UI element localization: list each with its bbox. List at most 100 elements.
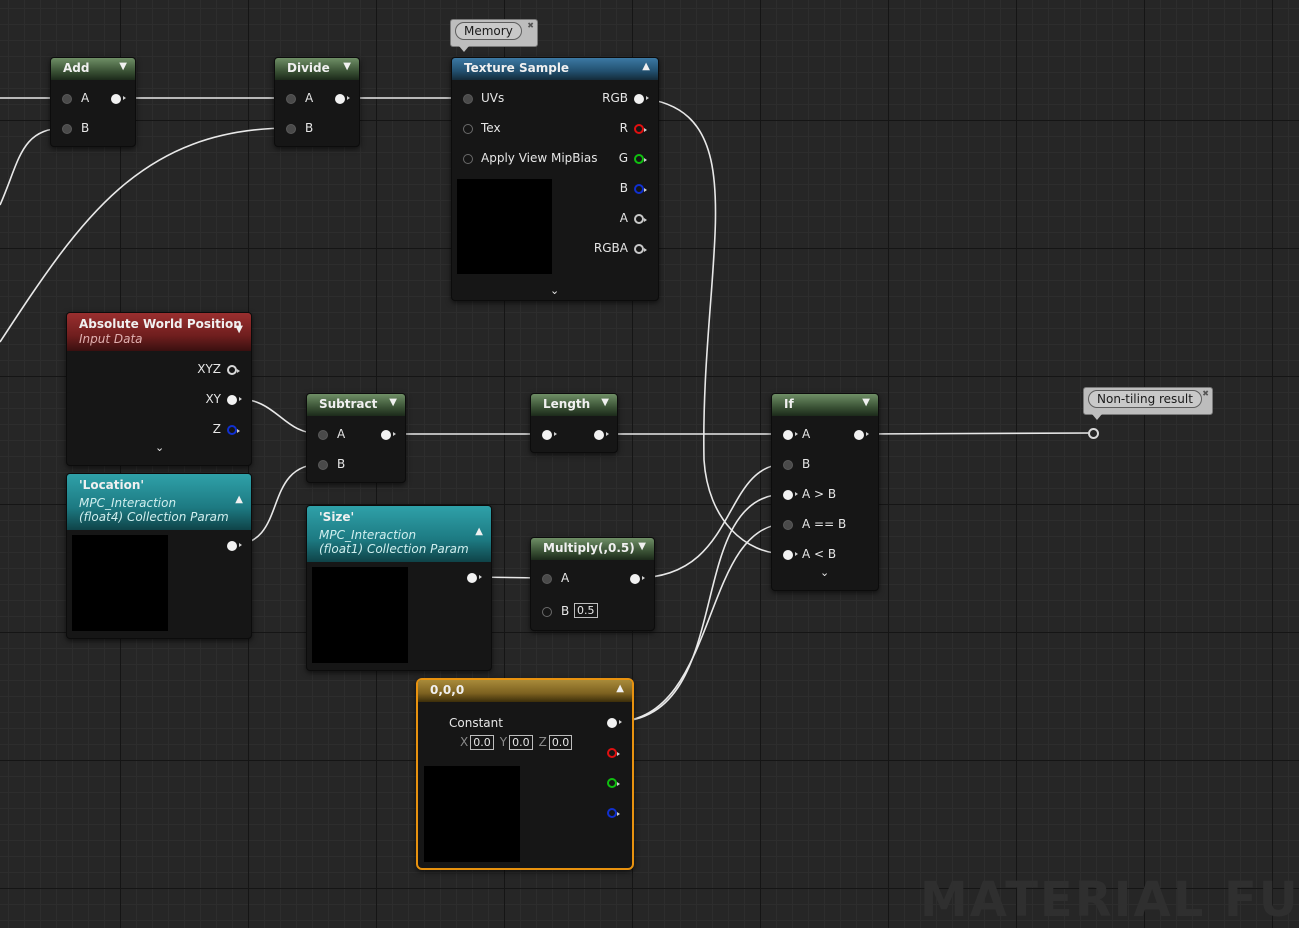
multiply-input-a-pin[interactable]	[542, 574, 552, 584]
if-input-b-pin[interactable]	[783, 460, 793, 470]
pin-icon[interactable]: ✖	[1202, 389, 1209, 398]
multiply-header[interactable]: Multiply(,0.5) ▼	[531, 538, 654, 560]
chevron-down-icon[interactable]: ⌄	[550, 284, 560, 297]
divide-node[interactable]: Divide ▼ A B	[274, 57, 360, 147]
subtract-input-a-label: A	[337, 427, 346, 441]
if-input-agtb-label: A > B	[802, 487, 837, 501]
subtract-input-b-label: B	[337, 457, 346, 471]
chevron-up-icon[interactable]: ▲	[642, 61, 650, 72]
constant-g-output-pin[interactable]	[607, 778, 620, 788]
wire-multiply-to-if-b	[634, 463, 787, 579]
divide-input-a-pin[interactable]	[286, 94, 296, 104]
constant-preview	[424, 766, 520, 862]
if-header[interactable]: If ▼	[772, 394, 878, 416]
divide-output-pin[interactable]	[335, 94, 350, 104]
chevron-down-icon[interactable]: ▼	[638, 541, 646, 552]
z-output-pin[interactable]	[227, 425, 240, 435]
chevron-down-icon[interactable]: ▼	[119, 61, 127, 72]
uvs-input-pin[interactable]	[463, 94, 473, 104]
add-output-pin[interactable]	[111, 94, 126, 104]
add-input-a-pin[interactable]	[62, 94, 72, 104]
chevron-up-icon[interactable]: ▲	[235, 494, 243, 505]
chevron-up-icon[interactable]: ▲	[616, 683, 624, 694]
multiply-input-b-pin[interactable]	[542, 607, 552, 617]
chevron-down-icon[interactable]: ⌄	[820, 566, 830, 579]
result-wire-endpoint[interactable]	[1088, 428, 1099, 439]
awp-header[interactable]: Absolute World Position Input Data ▼	[67, 313, 251, 351]
chevron-down-icon[interactable]: ▼	[601, 397, 609, 408]
multiply-b-value[interactable]: 0.5	[574, 603, 598, 618]
if-output-pin[interactable]	[854, 430, 869, 440]
length-header[interactable]: Length ▼	[531, 394, 617, 416]
size-title: 'Size'	[319, 510, 355, 524]
pin-icon[interactable]: ✖	[527, 21, 534, 30]
texture-sample-node[interactable]: Texture Sample ▲ UVs Tex Apply View MipB…	[451, 57, 659, 301]
constant-header[interactable]: 0,0,0 ▲	[418, 680, 632, 702]
subtract-header[interactable]: Subtract ▼	[307, 394, 405, 416]
g-output-pin[interactable]	[634, 154, 647, 164]
result-comment[interactable]: Non-tiling result ✖	[1083, 387, 1213, 420]
divide-input-b-label: B	[305, 121, 314, 135]
multiply-b-value-field[interactable]: 0.5	[574, 603, 598, 618]
multiply-output-pin[interactable]	[630, 574, 645, 584]
texture-sample-comment[interactable]: Memory ✖	[450, 19, 538, 52]
chevron-down-icon[interactable]: ⌄	[155, 441, 165, 454]
divide-node-title: Divide	[287, 61, 330, 75]
divide-node-header[interactable]: Divide ▼	[275, 58, 359, 80]
divide-input-b-pin[interactable]	[286, 124, 296, 134]
x-value-field[interactable]: 0.0	[470, 735, 494, 750]
chevron-down-icon[interactable]: ▼	[862, 397, 870, 408]
a-output-pin[interactable]	[634, 214, 647, 224]
texture-preview	[457, 179, 552, 274]
if-input-a-pin[interactable]	[783, 430, 798, 440]
z-value-field[interactable]: 0.0	[548, 735, 573, 750]
g-label: G	[618, 151, 628, 165]
location-param-node[interactable]: 'Location' MPC_Interaction (float4) Coll…	[66, 473, 252, 639]
if-input-agtb-pin[interactable]	[783, 490, 798, 500]
length-node[interactable]: Length ▼	[530, 393, 618, 453]
y-value-field[interactable]: 0.0	[509, 735, 533, 750]
r-output-pin[interactable]	[634, 124, 647, 134]
xy-output-pin[interactable]	[227, 395, 242, 405]
add-input-b-pin[interactable]	[62, 124, 72, 134]
if-input-altb-pin[interactable]	[783, 550, 798, 560]
length-input-pin[interactable]	[542, 430, 557, 440]
length-output-pin[interactable]	[594, 430, 609, 440]
location-output-pin[interactable]	[227, 541, 242, 551]
location-header[interactable]: 'Location' MPC_Interaction (float4) Coll…	[67, 474, 251, 530]
absolute-world-position-node[interactable]: Absolute World Position Input Data ▼ XYZ…	[66, 312, 252, 466]
divide-input-a-label: A	[305, 91, 314, 105]
constant-r-output-pin[interactable]	[607, 748, 620, 758]
xyz-output-pin[interactable]	[227, 365, 240, 375]
size-output-pin[interactable]	[467, 573, 482, 583]
if-node[interactable]: If ▼ A B A > B A == B A < B ⌄	[771, 393, 879, 591]
multiply-node[interactable]: Multiply(,0.5) ▼ A B 0.5	[530, 537, 655, 631]
mipbias-input-pin[interactable]	[463, 154, 473, 164]
tex-input-pin[interactable]	[463, 124, 473, 134]
rgb-output-pin[interactable]	[634, 94, 649, 104]
subtract-node[interactable]: Subtract ▼ A B	[306, 393, 406, 483]
mipbias-label: Apply View MipBias	[481, 151, 598, 165]
constant-rgb-output-pin[interactable]	[607, 718, 622, 728]
size-param-node[interactable]: 'Size' MPC_Interaction (float1) Collecti…	[306, 505, 492, 671]
chevron-down-icon[interactable]: ▼	[343, 61, 351, 72]
subtract-output-pin[interactable]	[381, 430, 396, 440]
constant-b-output-pin[interactable]	[607, 808, 620, 818]
b-output-pin[interactable]	[634, 184, 647, 194]
y-axis-label: Y	[499, 735, 508, 749]
size-header[interactable]: 'Size' MPC_Interaction (float1) Collecti…	[307, 506, 491, 562]
xy-label: XY	[205, 392, 221, 406]
subtract-input-b-pin[interactable]	[318, 460, 328, 470]
chevron-up-icon[interactable]: ▲	[475, 526, 483, 537]
if-title: If	[784, 397, 794, 411]
chevron-down-icon[interactable]: ▼	[389, 397, 397, 408]
subtract-input-a-pin[interactable]	[318, 430, 328, 440]
if-input-aeqb-pin[interactable]	[783, 520, 793, 530]
tex-label: Tex	[481, 121, 501, 135]
rgba-output-pin[interactable]	[634, 244, 647, 254]
add-node-header[interactable]: Add ▼	[51, 58, 135, 80]
add-node[interactable]: Add ▼ A B	[50, 57, 136, 147]
texture-sample-header[interactable]: Texture Sample ▲	[452, 58, 658, 80]
chevron-down-icon[interactable]: ▼	[235, 324, 243, 335]
